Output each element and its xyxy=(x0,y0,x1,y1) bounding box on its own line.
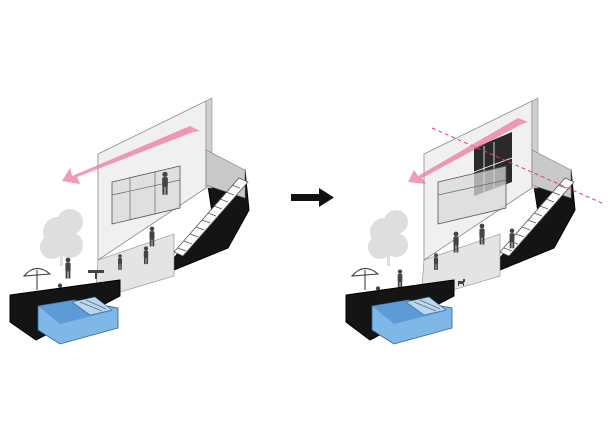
wind-arrow-right xyxy=(408,118,528,184)
umbrella-left xyxy=(22,268,52,290)
person-right-4 xyxy=(397,269,403,289)
person-standing-1 xyxy=(65,257,71,279)
panel-before xyxy=(9,97,250,345)
wind-arrow-left xyxy=(62,126,200,184)
umbrella-right xyxy=(350,268,380,290)
panel-after xyxy=(345,97,605,345)
upper-level-right xyxy=(437,165,507,225)
ground-floor-right xyxy=(421,233,501,293)
stair-left xyxy=(173,177,249,257)
ground-floor xyxy=(95,233,175,293)
tree-left xyxy=(40,209,83,266)
table-left xyxy=(88,270,104,279)
wind-axis-line xyxy=(431,127,605,205)
arrow-right-icon xyxy=(291,188,334,207)
dog-icon xyxy=(458,279,465,286)
tree-right xyxy=(368,210,408,266)
